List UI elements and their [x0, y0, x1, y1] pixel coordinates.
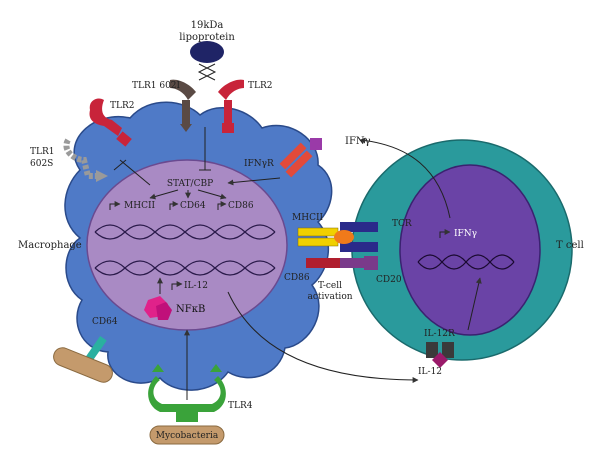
dna-helix-lower [94, 260, 276, 276]
label-lipoprotein-2: lipoprotein [179, 32, 235, 43]
label-tcell-activation-2: activation [307, 292, 352, 302]
tcell-dna [417, 254, 515, 270]
nfkb-shape-2 [156, 302, 172, 320]
label-tcell: T cell [556, 240, 584, 251]
label-cd86-nuc: CD86 [228, 201, 254, 211]
label-il12-nuc: IL-12 [184, 281, 208, 291]
arrow-ifngr-stat [227, 177, 281, 186]
label-tlr2-left: TLR2 [110, 101, 134, 111]
promoter-ifng-tcell [439, 229, 451, 238]
label-mhcii-nuc: MHCII [124, 201, 156, 211]
tlr1-602i-tip [180, 124, 192, 132]
promoter-il12 [171, 281, 183, 290]
tcell-nucleus [399, 164, 541, 336]
arrow-il12-secretion [227, 291, 419, 383]
tlr4-receptor [148, 364, 226, 422]
label-cd64-surface: CD64 [92, 317, 118, 327]
label-ifngr: IFNγR [244, 159, 274, 169]
lipoprotein-zigzag [197, 63, 217, 81]
dna-helix-upper [94, 224, 276, 240]
label-il12-out: IL-12 [418, 367, 442, 377]
tlr2-left-tip [116, 131, 132, 147]
ifngr-receptor [279, 138, 322, 178]
label-cd86-synapse: CD86 [284, 273, 310, 283]
tlr1-602s-receptor [63, 138, 96, 179]
label-cd20: CD20 [376, 275, 402, 285]
label-mycobacteria: Mycobacteria [156, 431, 219, 441]
mycobacteria-shape [149, 425, 225, 445]
label-tlr4: TLR4 [228, 401, 253, 411]
label-lipoprotein-1: 19kDa [191, 20, 224, 31]
promoter-cd86 [217, 201, 227, 210]
promoter-cd64 [169, 201, 179, 210]
label-tlr1-602s-1: TLR1 [30, 147, 54, 157]
cd64-bacterium [53, 347, 113, 383]
label-mhcii-synapse: MHCII [292, 213, 324, 223]
inhibit-bar-tlr1s [113, 159, 127, 171]
tlr2-top-tip [222, 123, 234, 133]
promoter-mhcii [109, 201, 121, 210]
synapse-cd86-cd20 [306, 256, 378, 270]
label-il12r: IL-12R [424, 329, 455, 339]
arrow-stat-cd86 [197, 189, 227, 200]
label-macrophage: Macrophage [18, 240, 82, 251]
synapse-mhcii-tcr [297, 222, 378, 252]
label-ifng-tcell: IFNγ [454, 229, 477, 239]
tlr1-602s-tip [96, 170, 108, 182]
tlr2-top-receptor [218, 79, 244, 125]
label-tcell-activation-1: T-cell [318, 281, 342, 291]
label-nfkb: NFκB [176, 304, 205, 315]
label-ifng-top: IFNγ [345, 136, 371, 147]
lipoprotein-blob [190, 41, 224, 63]
arrow-stat-mhcii [149, 189, 179, 200]
cd64-receptor [85, 336, 107, 362]
label-stat-cbp: STAT/CBP [167, 179, 213, 189]
tlr1-602i-receptor [170, 79, 196, 125]
arrow-tcell-ifng [359, 137, 451, 219]
il12r-receptor [426, 342, 454, 368]
label-cd64-nuc: CD64 [180, 201, 206, 211]
label-tlr1-602s-2: 602S [30, 159, 53, 169]
tlr2-left-receptor [89, 98, 122, 136]
inhibit-line-tlr1s [119, 159, 151, 186]
label-tlr2-top: TLR2 [248, 81, 272, 91]
label-tlr1-602i: TLR1 602I [132, 81, 181, 91]
label-tcr: TCR [392, 219, 412, 229]
arrow-il12r-nucleus [467, 277, 482, 331]
